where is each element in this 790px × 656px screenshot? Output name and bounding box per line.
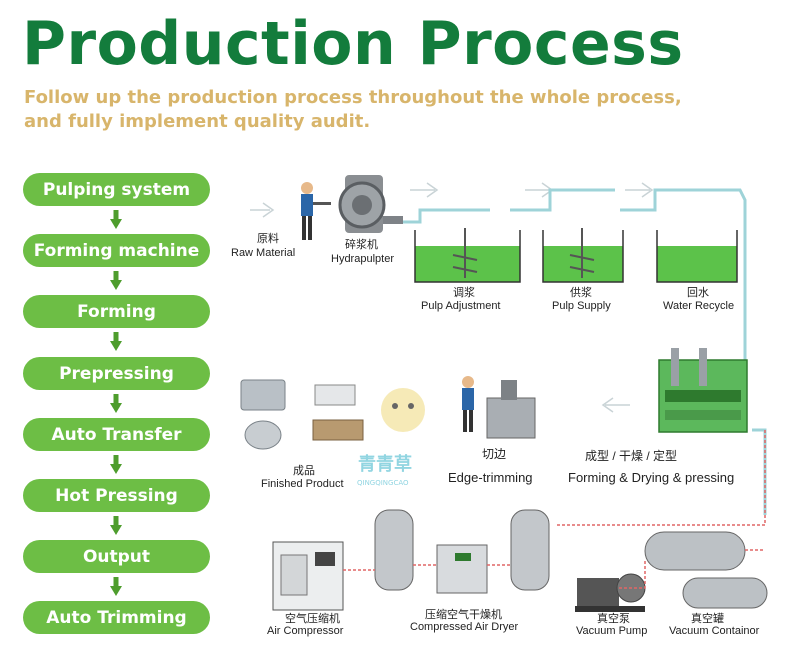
hydrapulper-cn: 碎浆机: [345, 237, 378, 251]
pulp-supply-cn: 供浆: [570, 285, 592, 299]
pulp-supply-tank-icon: [542, 228, 624, 283]
step-auto-trimming: Auto Trimming: [23, 601, 210, 634]
vacuum-pump-label: Vacuum Pump: [576, 625, 647, 637]
flow-arrow-icon: [601, 397, 630, 413]
step-forming: Forming: [23, 295, 210, 328]
compressor-label: Air Compressor: [267, 625, 344, 637]
down-arrow-icon: [110, 271, 122, 290]
down-arrow-icon: [110, 455, 122, 474]
step-forming-machine: Forming machine: [23, 234, 210, 267]
flow-arrow-icon: [625, 182, 654, 198]
hydrapulper-label: Hydrapulpter: [331, 253, 394, 265]
watermark-logo: 青青草 QINGQINGCAO: [357, 388, 425, 487]
down-arrow-icon: [110, 394, 122, 413]
forming-cn: 成型 / 干燥 / 定型: [585, 448, 677, 463]
vacuum-container-label: Vacuum Containor: [669, 625, 760, 637]
flow-arrow-icon: [410, 182, 439, 198]
air-tank-icon: [374, 509, 550, 591]
vacuum-pump-icon: [575, 573, 646, 612]
water-recycle-label: Water Recycle: [663, 300, 734, 312]
water-recycle-cn: 回水: [687, 286, 709, 299]
forming-machine-icon: [658, 348, 748, 433]
step-hot-pressing: Hot Pressing: [23, 479, 210, 512]
step-prepressing: Prepressing: [23, 357, 210, 390]
finished-label: Finished Product: [261, 478, 344, 490]
air-dryer-icon: [436, 544, 488, 594]
edge-trimming-label: Edge-trimming: [448, 470, 533, 485]
watermark-cn: 青青草: [358, 453, 412, 475]
raw-material-label: Raw Material: [231, 247, 295, 259]
edge-trimming-cn: 切边: [482, 447, 506, 461]
finished-cn: 成品: [293, 464, 315, 477]
flow-arrow-icon: [250, 202, 275, 218]
water-recycle-tank-icon: [656, 230, 738, 283]
air-line: [555, 430, 766, 526]
page-subtitle: Follow up the production process through…: [24, 86, 724, 134]
worker-icon: [301, 182, 331, 240]
pulp-adjustment-tank-icon: [414, 228, 521, 283]
watermark-label: QINGQINGCAO: [357, 479, 409, 487]
vacuum-container-cn: 真空罐: [691, 611, 724, 625]
page-title: Production Process: [22, 9, 684, 79]
step-output: Output: [23, 540, 210, 573]
subtitle-line-2: and fully implement quality audit.: [24, 111, 371, 132]
dryer-label: Compressed Air Dryer: [410, 621, 519, 633]
dryer-cn: 压缩空气干燥机: [425, 607, 502, 621]
air-compressor-icon: [272, 541, 344, 611]
down-arrow-icon: [110, 332, 122, 351]
compressor-cn: 空气压缩机: [285, 611, 340, 625]
flow-arrow-icon: [525, 182, 554, 198]
down-arrow-icon: [110, 516, 122, 535]
hydrapulper-machine-icon: [338, 175, 403, 233]
subtitle-line-1: Follow up the production process through…: [24, 87, 682, 108]
finished-products-icon: [240, 379, 364, 450]
pulp-adjustment-label: Pulp Adjustment: [421, 300, 501, 312]
vacuum-pump-cn: 真空泵: [597, 611, 630, 625]
forming-label: Forming & Drying & pressing: [568, 470, 734, 485]
pulp-adjustment-cn: 调浆: [453, 285, 475, 299]
vacuum-container-icon: [644, 531, 768, 609]
process-diagram: 原料 Raw Material 碎浆机 Hydrapulpter 调浆 Pulp…: [231, 175, 768, 637]
raw-material-cn: 原料: [257, 231, 279, 245]
edge-trimming-machine-icon: [462, 376, 536, 439]
step-pulping-system: Pulping system: [23, 173, 210, 206]
step-auto-transfer: Auto Transfer: [23, 418, 210, 451]
down-arrow-icon: [110, 210, 122, 229]
pulp-supply-label: Pulp Supply: [552, 300, 611, 312]
down-arrow-icon: [110, 577, 122, 596]
